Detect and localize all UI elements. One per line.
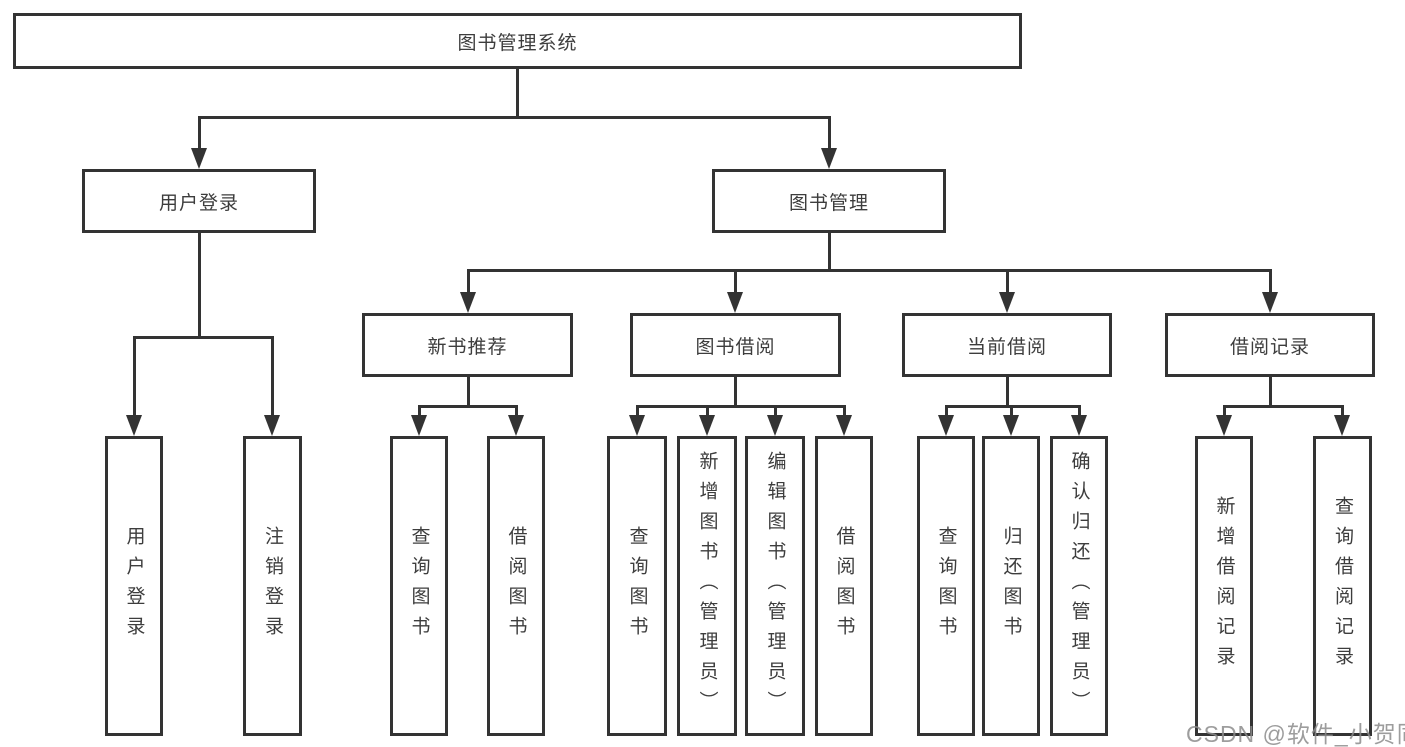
node-label: 借阅记录 (1229, 336, 1310, 358)
node-label: 注销登录 (262, 526, 283, 646)
node-label: 查询图书 (408, 526, 430, 646)
connector-v (1006, 377, 1009, 407)
node-user-login: 用户登录 (82, 169, 316, 233)
leaf-current-confirm-return-admin: 确认归还（管理员） (1050, 436, 1108, 736)
node-label: 图书管理 (788, 192, 869, 214)
leaf-logout: 注销登录 (243, 436, 302, 736)
node-label: 新书推荐 (427, 336, 508, 358)
node-label: 归还图书 (1000, 526, 1022, 646)
node-label: 当前借阅 (966, 336, 1047, 358)
connector-v (467, 377, 470, 407)
connector-stem (418, 405, 421, 417)
connector-stem (1006, 269, 1009, 294)
node-root-system: 图书管理系统 (13, 13, 1022, 69)
node-label: 新增借阅记录 (1213, 496, 1235, 676)
connector-stem (467, 269, 470, 294)
arrow-down-icon (821, 148, 837, 169)
node-label: 借阅图书 (505, 526, 527, 646)
node-current-borrowing: 当前借阅 (902, 313, 1112, 377)
arrow-down-icon (1334, 415, 1350, 436)
connector-stem (515, 405, 518, 417)
arrow-down-icon (411, 415, 427, 436)
arrow-down-icon (767, 415, 783, 436)
arrow-down-icon (508, 415, 524, 436)
arrow-down-icon (1003, 415, 1019, 436)
connector-stem (734, 269, 737, 294)
connector-v (1269, 377, 1272, 407)
arrow-down-icon (999, 292, 1015, 313)
arrow-down-icon (699, 415, 715, 436)
connector-stem (843, 405, 846, 417)
leaf-records-add-record: 新增借阅记录 (1195, 436, 1253, 736)
node-label: 用户登录 (158, 192, 239, 214)
connector-stem (945, 405, 948, 417)
arrow-down-icon (938, 415, 954, 436)
node-label: 查询图书 (935, 526, 957, 646)
connector-v (516, 68, 519, 118)
connector-h (945, 405, 1081, 408)
leaf-records-query-record: 查询借阅记录 (1313, 436, 1372, 736)
connector-v (198, 233, 201, 339)
leaf-current-return-books: 归还图书 (982, 436, 1040, 736)
node-borrowing-records: 借阅记录 (1165, 313, 1375, 377)
leaf-recommend-query-books: 查询图书 (390, 436, 448, 736)
leaf-borrow-query-books: 查询图书 (607, 436, 667, 736)
leaf-current-query-books: 查询图书 (917, 436, 975, 736)
connector-h (467, 269, 1272, 272)
leaf-borrow-borrow-books: 借阅图书 (815, 436, 873, 736)
node-label: 确认归还（管理员） (1068, 451, 1090, 721)
node-label: 编辑图书（管理员） (764, 451, 786, 721)
arrow-down-icon (1071, 415, 1087, 436)
leaf-borrow-add-books-admin: 新增图书（管理员） (677, 436, 737, 736)
connector-stem (1010, 405, 1013, 417)
connector-stem (1269, 269, 1272, 294)
node-book-management: 图书管理 (712, 169, 946, 233)
connector-h (1223, 405, 1344, 408)
node-label: 查询借阅记录 (1332, 496, 1353, 676)
node-book-borrowing: 图书借阅 (630, 313, 841, 377)
connector-h (198, 116, 831, 119)
connector-h (133, 336, 274, 339)
connector-stem (198, 116, 201, 150)
node-label: 新增图书（管理员） (696, 451, 718, 721)
leaf-borrow-edit-books-admin: 编辑图书（管理员） (745, 436, 805, 736)
leaf-recommend-borrow-books: 借阅图书 (487, 436, 545, 736)
node-label: 图书管理系统 (457, 32, 578, 54)
arrow-down-icon (1216, 415, 1232, 436)
node-label: 用户登录 (123, 526, 145, 646)
connector-stem (1223, 405, 1226, 417)
arrow-down-icon (629, 415, 645, 436)
arrow-down-icon (264, 415, 280, 436)
arrow-down-icon (727, 292, 743, 313)
leaf-user-login: 用户登录 (105, 436, 163, 736)
connector-stem (774, 405, 777, 417)
connector-stem (828, 116, 831, 150)
node-label: 查询图书 (626, 526, 648, 646)
connector-stem (271, 336, 274, 417)
arrow-down-icon (1262, 292, 1278, 313)
connector-stem (133, 336, 136, 417)
arrow-down-icon (460, 292, 476, 313)
node-label: 借阅图书 (833, 526, 855, 646)
connector-v (734, 377, 737, 407)
connector-stem (636, 405, 639, 417)
connector-h (636, 405, 846, 408)
arrow-down-icon (126, 415, 142, 436)
connector-v (828, 233, 831, 271)
connector-h (418, 405, 518, 408)
watermark: CSDN @软件_小贺同学 (1186, 721, 1405, 747)
connector-stem (1078, 405, 1081, 417)
connector-stem (1341, 405, 1344, 417)
arrow-down-icon (836, 415, 852, 436)
node-label: 图书借阅 (695, 336, 776, 358)
node-new-book-recommendation: 新书推荐 (362, 313, 573, 377)
arrow-down-icon (191, 148, 207, 169)
connector-stem (706, 405, 709, 417)
